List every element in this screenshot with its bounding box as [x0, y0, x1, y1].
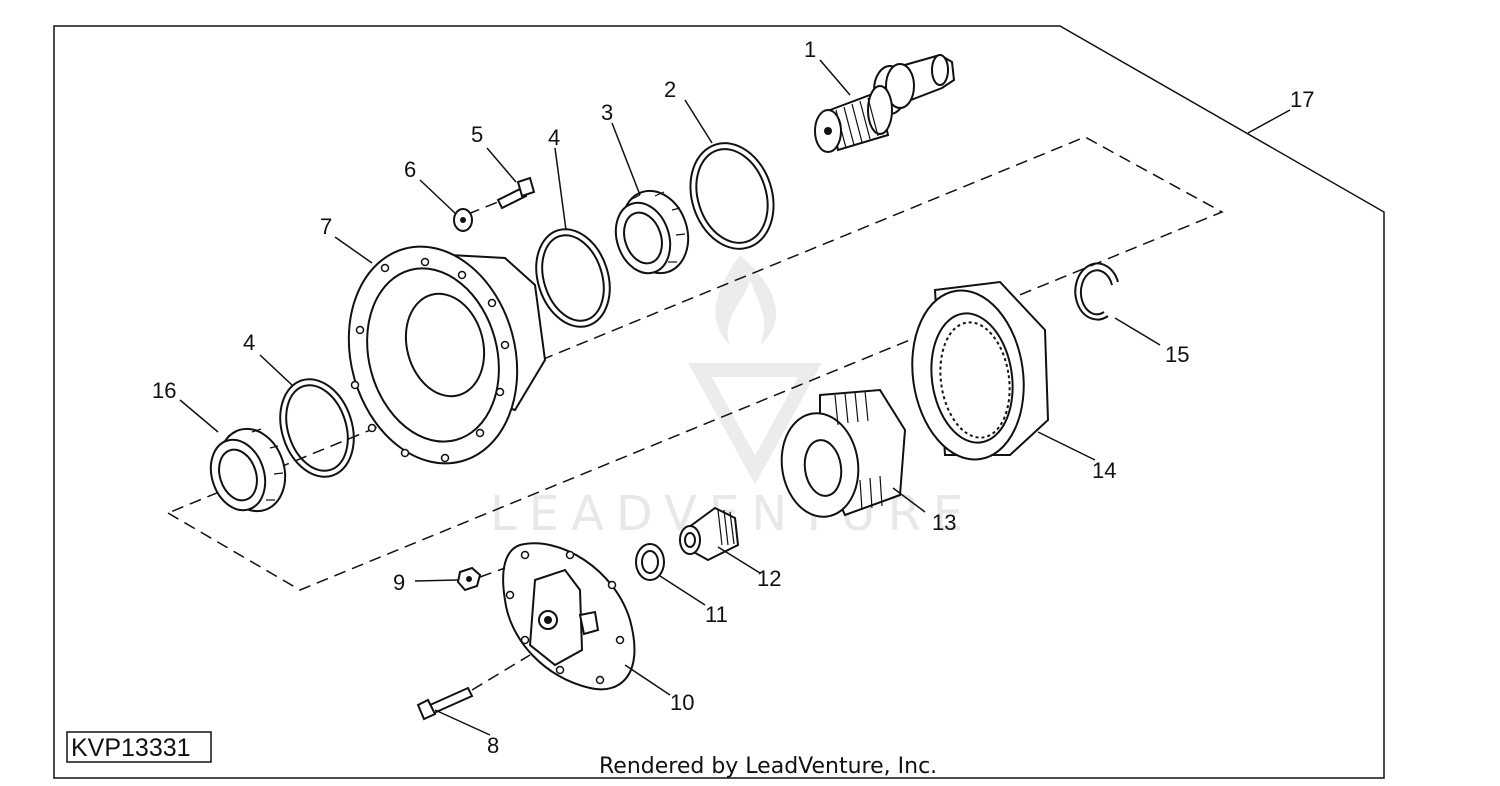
callout-4-upper: 4 [548, 125, 560, 150]
callout-9: 9 [393, 570, 405, 595]
callout-14: 14 [1092, 458, 1116, 483]
part-13-planet-carrier [780, 388, 907, 518]
diagram-code: KVP13331 [71, 734, 191, 762]
subassembly-dashed-outline [166, 136, 1224, 591]
callout-1: 1 [804, 37, 816, 62]
callout-16: 16 [152, 378, 176, 403]
part-10-cover-plate [502, 542, 636, 691]
part-16-bearing-cone [209, 427, 287, 513]
part-11-thrust-washer [635, 543, 665, 581]
callout-17: 17 [1290, 87, 1314, 112]
part-3-bearing-cone [614, 189, 690, 275]
callout-11: 11 [705, 602, 728, 627]
diagram-code-box: KVP13331 [66, 731, 212, 763]
part-1-shaft [814, 53, 956, 153]
part-6-washer [453, 208, 473, 232]
callout-12: 12 [757, 566, 781, 591]
part-2-bearing-cup [689, 142, 775, 250]
callout-7: 7 [320, 214, 332, 239]
diagram-border [53, 25, 1385, 779]
callout-5: 5 [471, 122, 483, 147]
watermark: LEADVENTURE [490, 255, 963, 542]
part-7-hub-housing [347, 245, 547, 465]
leader-lines [179, 59, 1291, 736]
callout-13: 13 [932, 510, 956, 535]
footer-credit: Rendered by LeadVenture, Inc. [599, 754, 937, 779]
callout-labels: 1 2 3 4 4 5 6 7 8 9 10 11 12 13 14 15 16… [152, 37, 1314, 758]
callout-6: 6 [404, 157, 416, 182]
part-8-bolt [416, 654, 531, 721]
callout-8: 8 [487, 733, 499, 758]
callout-10: 10 [670, 690, 694, 715]
part-9-nut [456, 566, 506, 592]
part-14-ring-gear [911, 280, 1050, 461]
part-15-snap-ring [1074, 262, 1119, 321]
part-4-ring-lower [279, 378, 355, 478]
callout-3: 3 [601, 100, 613, 125]
callout-15: 15 [1165, 342, 1189, 367]
part-5-bolt [467, 176, 536, 215]
callout-4-lower: 4 [243, 330, 255, 355]
part-4-ring-upper [535, 228, 611, 328]
callout-2: 2 [664, 77, 676, 102]
part-12-sun-gear [679, 506, 740, 562]
